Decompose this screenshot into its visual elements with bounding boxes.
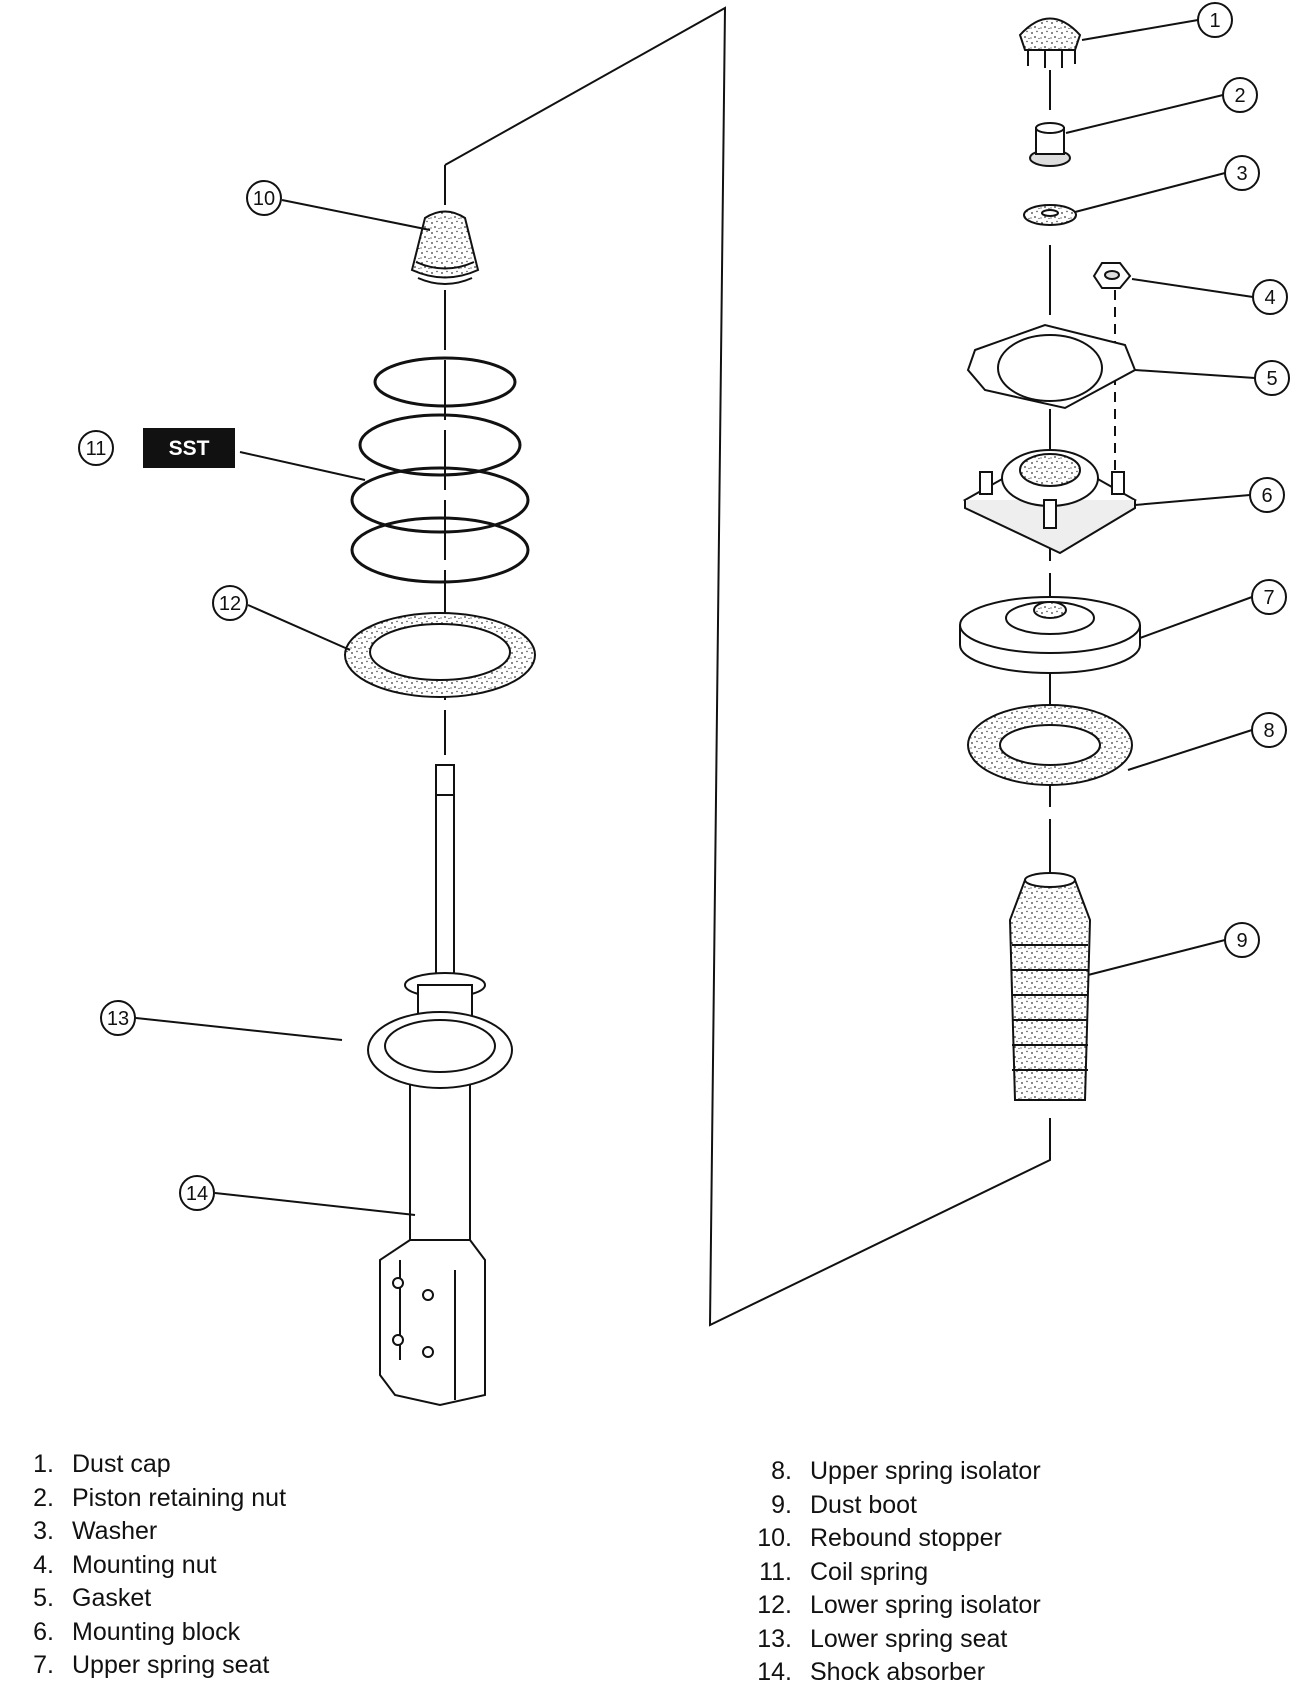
callout-1: 1 xyxy=(1209,10,1220,32)
callout-4: 4 xyxy=(1264,287,1275,309)
legend-left: 1. Dust cap 2. Piston retaining nut 3. Wash… xyxy=(8,1448,286,1683)
legend-label: Lower spring seat xyxy=(810,1624,1008,1653)
legend-item: 1. Dust cap xyxy=(8,1448,286,1482)
callout-3: 3 xyxy=(1236,163,1247,185)
lower-spring-isolator xyxy=(344,612,536,698)
callout-10: 10 xyxy=(253,188,275,210)
legend-number: 8. xyxy=(771,1457,792,1485)
legend-item: 11. Coil spring xyxy=(728,1556,1041,1590)
callout-12: 12 xyxy=(219,593,241,615)
gasket xyxy=(966,323,1137,410)
legend-label: Rebound stopper xyxy=(810,1524,1002,1552)
dust-boot xyxy=(1008,872,1092,1101)
legend-label: Mounting block xyxy=(72,1617,241,1646)
assembly-line xyxy=(444,6,1051,1327)
legend-label: Upper spring isolator xyxy=(810,1457,1041,1485)
mounting-block xyxy=(962,449,1137,555)
legend-item: 14. Shock absorber xyxy=(728,1656,1041,1690)
legend-item: 7. Upper spring seat xyxy=(8,1649,286,1683)
washer xyxy=(1023,204,1077,226)
legend-item: 6. Mounting block xyxy=(8,1616,286,1650)
legend-number: 13. xyxy=(757,1624,792,1653)
piston-retaining-nut xyxy=(1029,122,1071,167)
legend-label: Washer xyxy=(72,1517,158,1545)
legend-label: Dust boot xyxy=(810,1490,918,1519)
legend-number: 3. xyxy=(33,1517,54,1545)
lower-spring-seat xyxy=(367,1011,513,1089)
sst-box xyxy=(143,428,235,468)
legend-label: Mounting nut xyxy=(72,1550,217,1579)
legend-item: 8. Upper spring isolator xyxy=(728,1455,1041,1489)
callout-14: 14 xyxy=(186,1183,208,1205)
callout-13: 13 xyxy=(107,1008,129,1030)
legend-number: 1. xyxy=(33,1450,54,1478)
legend-item: 2. Piston retaining nut xyxy=(8,1482,286,1516)
legend-number: 4. xyxy=(33,1550,54,1579)
legend-item: 5. Gasket xyxy=(8,1582,286,1616)
legend-label: Dust cap xyxy=(72,1450,171,1478)
legend-number: 11. xyxy=(759,1557,792,1586)
callout-8: 8 xyxy=(1263,720,1274,742)
legend-number: 9. xyxy=(771,1490,792,1519)
callout-circles xyxy=(78,2,1290,1211)
rebound-stopper xyxy=(410,210,480,285)
dust-cap xyxy=(1018,17,1082,68)
mounting-nut xyxy=(1092,262,1132,289)
legend-item: 10. Rebound stopper xyxy=(728,1522,1041,1556)
callout-2: 2 xyxy=(1234,85,1245,107)
upper-spring-seat xyxy=(959,596,1141,674)
legend-item: 3. Washer xyxy=(8,1515,286,1549)
legend-label: Piston retaining nut xyxy=(72,1483,287,1512)
upper-spring-isolator xyxy=(967,704,1133,786)
callout-7: 7 xyxy=(1263,587,1274,609)
callout-9: 9 xyxy=(1236,930,1247,952)
sst-label: SST xyxy=(169,437,210,460)
callout-6: 6 xyxy=(1261,485,1272,507)
strut-exploded-diagram: SST 1 2 3 4 5 xyxy=(78,2,1290,1407)
legend-item: 9. Dust boot xyxy=(728,1489,1041,1523)
legend-number: 2. xyxy=(33,1483,54,1512)
legend-label: Upper spring seat xyxy=(72,1651,270,1679)
legend-label: Coil spring xyxy=(810,1557,929,1586)
legend-item: 12. Lower spring isolator xyxy=(728,1589,1041,1623)
legend-right: 8. Upper spring isolator 9. Dust boot 10. R… xyxy=(728,1455,1041,1690)
legend-number: 6. xyxy=(33,1617,54,1646)
legend-label: Gasket xyxy=(72,1584,152,1612)
coil-spring xyxy=(350,356,530,584)
callout-11: 11 xyxy=(86,438,107,460)
legend-number: 12. xyxy=(757,1591,792,1619)
legend-number: 14. xyxy=(757,1658,792,1686)
legend-number: 7. xyxy=(33,1651,54,1679)
callout-5: 5 xyxy=(1266,368,1277,390)
legend-number: 5. xyxy=(33,1584,54,1612)
legend-number: 10. xyxy=(757,1524,792,1552)
legend-label: Lower spring isolator xyxy=(810,1591,1041,1619)
leader-lines xyxy=(135,19,1256,1216)
legend-item: 13. Lower spring seat xyxy=(728,1623,1041,1657)
legend-item: 4. Mounting nut xyxy=(8,1549,286,1583)
legend-label: Shock absorber xyxy=(810,1658,986,1686)
